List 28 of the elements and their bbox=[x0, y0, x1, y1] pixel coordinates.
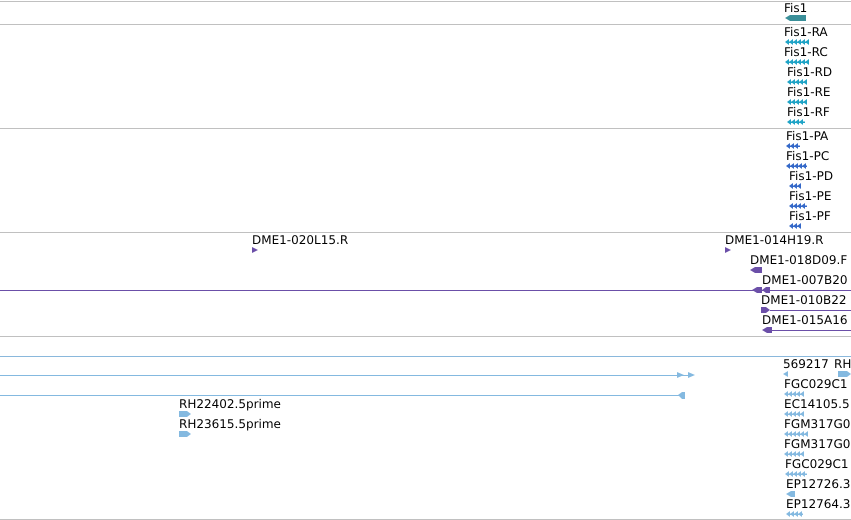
feature-label: EC14105.5 bbox=[784, 398, 850, 411]
feature-label: DME1-018D09.F bbox=[750, 254, 848, 267]
feature-label: 569217 bbox=[783, 358, 829, 371]
feature-label: FGC029C1 bbox=[785, 458, 848, 471]
feature-label: FGC029C1 bbox=[784, 378, 848, 391]
feature-label: Fis1 bbox=[784, 2, 808, 15]
feature-label: RH23615.5prime bbox=[179, 418, 281, 431]
feature-label: Fis1-RA bbox=[784, 26, 828, 39]
feature-label: DME1-020L15.R bbox=[252, 234, 348, 247]
feature-label: Fis1-RD bbox=[787, 66, 832, 79]
feature-label: Fis1-PC bbox=[786, 150, 830, 163]
feature-label: DME1-010B22 bbox=[761, 294, 847, 307]
feature-label: Fis1-PD bbox=[789, 170, 834, 183]
feature-label: Fis1-RF bbox=[787, 106, 830, 119]
feature-label: EP12764.3 bbox=[786, 498, 850, 511]
feature-label: DME1-007B20 bbox=[762, 274, 848, 287]
feature-label: Fis1-RC bbox=[784, 46, 828, 59]
feature-label: DME1-014H19.R bbox=[725, 234, 824, 247]
feature-label: RH bbox=[834, 358, 851, 371]
feature-label: DME1-015A16 bbox=[762, 314, 848, 327]
feature-label: RH22402.5prime bbox=[179, 398, 281, 411]
feature-label: Fis1-RE bbox=[787, 86, 830, 99]
feature-label: FGM317G0 bbox=[784, 438, 850, 451]
feature-label: Fis1-PF bbox=[789, 210, 831, 223]
feature-label: Fis1-PE bbox=[789, 190, 832, 203]
feature-label: EP12726.3 bbox=[786, 478, 850, 491]
feature-label: FGM317G0 bbox=[784, 418, 850, 431]
feature-label: Fis1-PA bbox=[786, 130, 828, 143]
